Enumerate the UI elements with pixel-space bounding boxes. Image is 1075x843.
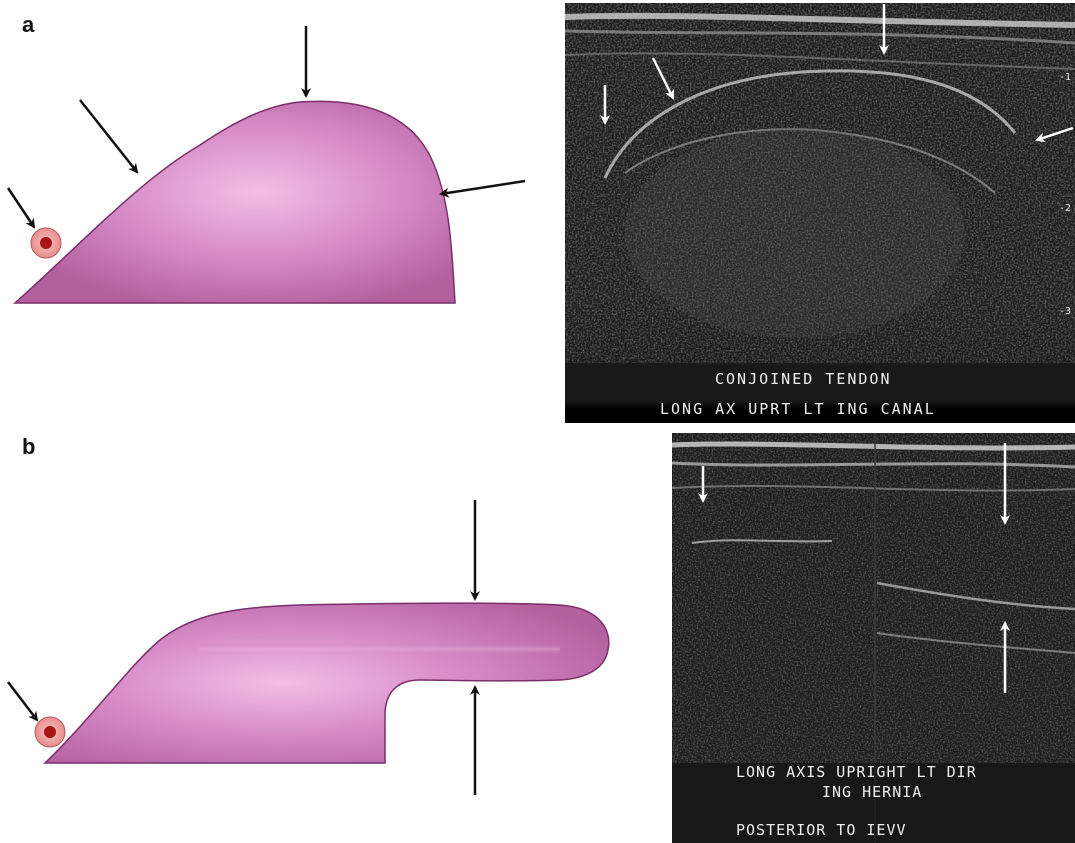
bulge-shape-a [15,101,455,303]
diagram-b-bulge [0,450,620,810]
ultrasound-caption-b-line1: LONG AXIS UPRIGHT LT DIR [736,763,977,781]
ultrasound-caption-a-line2: LONG AX UPRT LT ING CANAL [660,400,936,418]
ultrasound-image-b: LONG AXIS UPRIGHT LT DIR ING HERNIA POST… [672,433,1075,843]
ultrasound-caption-b-line2: ING HERNIA [822,783,922,801]
arrow-icon [8,188,34,227]
depth-mark-3: -3 [1059,306,1071,317]
bulge-shape-b [45,603,609,763]
ultrasound-caption-b-line3: POSTERIOR TO IEVV [736,821,907,839]
depth-mark-2: -2 [1059,203,1071,214]
arrow-icon [8,682,37,720]
arrow-icon [441,181,525,194]
vessel-icon [35,717,65,747]
diagram-a-bulge [0,0,540,320]
depth-mark-1: -1 [1059,72,1071,83]
vessel-icon [31,228,61,258]
ultrasound-image-a: -1 -2 -3 CONJOINED TENDON LONG AX UPRT L… [565,3,1075,423]
arrow-icon [80,100,137,172]
ultrasound-caption-a-line1: CONJOINED TENDON [715,370,892,388]
